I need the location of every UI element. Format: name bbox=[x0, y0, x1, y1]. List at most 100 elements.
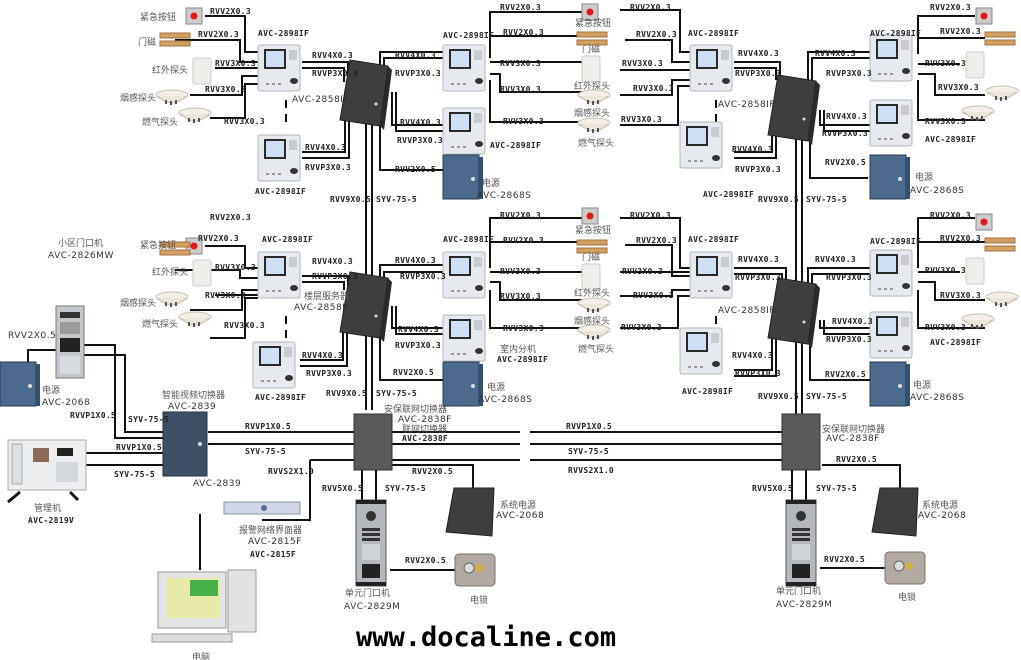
model-label: AVC-2868S bbox=[910, 393, 964, 403]
label-system-power: 系统电源 bbox=[500, 499, 536, 511]
floor-distributor-icon bbox=[767, 74, 821, 146]
cable-label: RVVS2X1.0 bbox=[268, 467, 314, 476]
cable-label: RVV3X0.3 bbox=[621, 115, 662, 124]
power-supply-icon bbox=[442, 361, 484, 407]
cable-label: RVV3X0.3 bbox=[500, 59, 541, 68]
model-label: AVC-2898IF bbox=[930, 338, 981, 347]
cable-label: RVVP3X0.3 bbox=[312, 69, 358, 78]
indoor-monitor-icon bbox=[869, 99, 913, 147]
cable-label: RVVP3X0.3 bbox=[822, 129, 868, 138]
cable-label: RVV2X0.5 bbox=[825, 158, 866, 167]
gas-detector-icon bbox=[961, 105, 995, 122]
indoor-monitor-icon bbox=[869, 311, 913, 359]
model-label: AVC-2868S bbox=[477, 191, 531, 201]
label-door-magnet: 门磁 bbox=[582, 43, 600, 55]
model-label: AVC-2898IF bbox=[258, 29, 309, 38]
model-label: AVC-2838F bbox=[398, 415, 452, 425]
smoke-detector-icon bbox=[155, 89, 189, 106]
model-label: AVC-2829M bbox=[344, 602, 400, 612]
cable-label: RVV2X0.5 bbox=[8, 331, 56, 341]
cable-label: RVV4X0.3 bbox=[312, 51, 353, 60]
cable-label: RVV2X0.5 bbox=[412, 467, 453, 476]
label-indoor-monitor: 室内分机 bbox=[500, 343, 536, 355]
cable-label: RVV2X0.5 bbox=[395, 165, 436, 174]
label-power: 电源 bbox=[487, 381, 505, 393]
cable-label: SYV-75-5 bbox=[128, 415, 169, 424]
label-emergency-button: 紧急按钮 bbox=[575, 224, 611, 236]
label-emergency-button: 紧急按钮 bbox=[140, 11, 176, 23]
cable-label: RVV3X0.3 bbox=[622, 267, 663, 276]
label-electric-lock: 电锁 bbox=[470, 594, 488, 606]
label-electric-lock: 电锁 bbox=[898, 591, 916, 603]
smoke-detector-icon bbox=[985, 85, 1019, 102]
model-label: AVC-2819V bbox=[28, 516, 74, 525]
model-label: AVC-2898IF bbox=[870, 29, 921, 38]
network-switch-icon bbox=[781, 413, 821, 471]
label-distributor: 楼层服务器 bbox=[304, 290, 349, 302]
cable-label: RVV3X0.3 bbox=[503, 117, 544, 126]
label-power: 电源 bbox=[915, 171, 933, 183]
gas-detector-icon bbox=[577, 324, 611, 341]
label-smoke-detector: 烟感探头 bbox=[574, 315, 610, 327]
cable-label: RVV4X0.3 bbox=[312, 257, 353, 266]
label-emergency-button: 紧急按钮 bbox=[575, 17, 611, 29]
cable-label: SYV-75-5 bbox=[376, 195, 417, 204]
unit-door-station-icon bbox=[355, 499, 387, 587]
label-ir-detector: 红外探头 bbox=[152, 266, 188, 278]
cable-label: RVV2X0.5 bbox=[393, 368, 434, 377]
cable-label: RVV2X0.3 bbox=[636, 30, 677, 39]
label-emergency-button: 紧急按钮 bbox=[140, 239, 176, 251]
cable-label: RVVP1X0.5 bbox=[245, 422, 291, 431]
cable-label: RVVP3X0.3 bbox=[826, 69, 872, 78]
cable-label: RVV2X0.3 bbox=[198, 234, 239, 243]
model-label: AVC-2868S bbox=[910, 186, 964, 196]
cable-label: RVVP3X0.3 bbox=[397, 136, 443, 145]
electric-lock-icon bbox=[884, 551, 926, 585]
label-power: 电源 bbox=[913, 379, 931, 391]
label-computer: 电脑 bbox=[192, 651, 210, 660]
smoke-detector-icon bbox=[985, 291, 1019, 308]
cable-label: RVV3X0.3 bbox=[622, 59, 663, 68]
cable-label: RVVP1X0.5 bbox=[116, 443, 162, 452]
cable-label: RVV9X0.5 bbox=[326, 389, 367, 398]
indoor-monitor-icon bbox=[689, 251, 733, 299]
cable-label: RVV4X0.3 bbox=[738, 49, 779, 58]
label-system-power: 系统电源 bbox=[922, 499, 958, 511]
power-supply-icon bbox=[869, 361, 911, 407]
model-label: AVC-2838F bbox=[402, 434, 448, 443]
model-label: AVC-2868S bbox=[478, 395, 532, 405]
model-label: AVC-2858IF bbox=[718, 100, 775, 110]
label-door-magnet: 门磁 bbox=[138, 36, 156, 48]
cable-label: RVVP3X0.3 bbox=[395, 341, 441, 350]
emergency-button-icon bbox=[185, 7, 203, 25]
wires bbox=[27, 9, 985, 571]
cable-label: RVV2X0.3 bbox=[630, 211, 671, 220]
label-smoke-detector: 烟感探头 bbox=[120, 297, 156, 309]
floor-distributor-icon bbox=[767, 277, 821, 349]
model-label: AVC-2898IF bbox=[255, 187, 306, 196]
gas-detector-icon bbox=[961, 313, 995, 330]
indoor-monitor-icon bbox=[257, 251, 301, 299]
cable-label: RVVP3X0.3 bbox=[306, 369, 352, 378]
label-net-switch: 联网切换器 bbox=[402, 423, 447, 435]
cable-label: RVV4X0.3 bbox=[305, 143, 346, 152]
cable-label: RVV2X0.3 bbox=[630, 3, 671, 12]
cable-label: RVVP3X0.3 bbox=[735, 369, 781, 378]
cable-label: RVVP3X0.3 bbox=[395, 69, 441, 78]
gas-detector-icon bbox=[178, 107, 212, 124]
ir-detector-icon bbox=[192, 57, 212, 85]
cable-label: RVV4X0.3 bbox=[815, 255, 856, 264]
cable-label: RVV2X0.3 bbox=[503, 236, 544, 245]
cable-label: RVV9X0.5 bbox=[758, 392, 799, 401]
cable-label: RVV9X0.5 bbox=[758, 195, 799, 204]
door-magnet-icon bbox=[984, 31, 1016, 46]
cable-label: RVV4X0.3 bbox=[738, 255, 779, 264]
ir-detector-icon bbox=[581, 263, 601, 291]
cable-label: RVV5X0.5 bbox=[322, 484, 363, 493]
model-label: AVC-2898IF bbox=[255, 393, 306, 402]
cable-label: RVVP3X0.3 bbox=[826, 273, 872, 282]
label-unit-door: 单元门口机 bbox=[345, 587, 390, 599]
indoor-monitor-icon bbox=[442, 314, 486, 362]
model-label: AVC-2068 bbox=[918, 511, 966, 521]
